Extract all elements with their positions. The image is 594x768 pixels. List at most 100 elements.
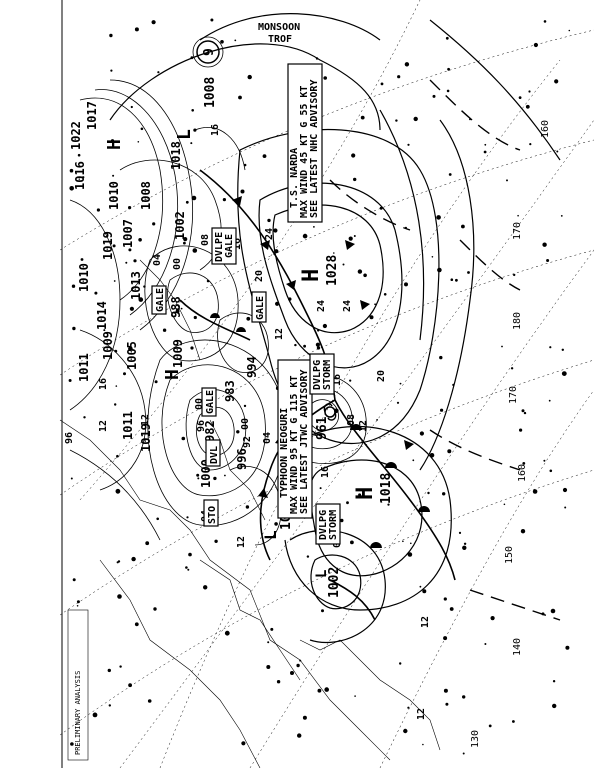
station-dot: [484, 143, 487, 146]
station-dot: [517, 214, 519, 217]
station-dot: [110, 69, 113, 72]
station-dot: [374, 303, 376, 306]
station-dot: [125, 261, 128, 264]
storm-line-2: STORM: [328, 510, 339, 540]
high-1010-b: 1010: [107, 181, 121, 210]
station-dot: [203, 585, 208, 590]
station-dot: [440, 408, 444, 412]
station-dot: [447, 67, 450, 71]
station-dot: [243, 404, 247, 408]
station-dot: [321, 609, 324, 613]
station-dot: [134, 27, 139, 32]
station-dot: [407, 143, 410, 146]
station-dot: [546, 259, 550, 262]
station-dot: [410, 542, 412, 545]
station-dot: [458, 531, 462, 535]
pressure-centers: H 1028 H 1018 H H L 961 L 1002 1001 L: [104, 36, 394, 598]
station-dot: [395, 119, 398, 122]
tropical-cyclone-symbol-icon: 9: [192, 36, 224, 68]
station-dot: [123, 372, 126, 376]
station-dot: [443, 688, 448, 693]
station-dot: [245, 505, 250, 509]
warm-front-lobe: [370, 542, 382, 548]
station-dot: [353, 235, 356, 237]
contour-label: 00: [240, 418, 251, 430]
station-dot: [70, 742, 74, 746]
station-dot: [190, 346, 194, 350]
low-994: 994: [245, 356, 259, 378]
station-dot: [119, 665, 122, 668]
footer-legend: PRELIMINARY ANALYSIS: [67, 609, 89, 761]
svg-text:1018: 1018: [169, 141, 183, 170]
low-1002: L 1002: [314, 567, 342, 598]
station-dot: [267, 218, 271, 223]
station-dot: [72, 326, 76, 331]
station-dot: [138, 297, 144, 302]
station-dot: [156, 517, 159, 521]
station-dot: [273, 228, 278, 233]
station-dot: [358, 493, 362, 497]
isobar-label: 1010: [77, 263, 91, 292]
station-dot: [315, 342, 320, 347]
station-dot: [407, 706, 410, 709]
station-dot: [350, 540, 354, 545]
station-dot: [422, 743, 424, 746]
station-dot: [214, 539, 218, 543]
station-dot: [303, 344, 306, 348]
longitude-labels: 130 140 150 160 170 180 170 160: [470, 120, 551, 748]
station-dot: [80, 258, 84, 261]
station-dot: [525, 104, 530, 109]
station-dot: [134, 622, 139, 627]
station-dot: [443, 636, 448, 641]
station-dot: [113, 280, 116, 282]
station-dot: [442, 492, 446, 496]
svg-text:H: H: [104, 139, 125, 150]
narda-title: T.S. NARDA: [289, 148, 300, 208]
contour-label: 16: [320, 466, 331, 478]
station-dot: [342, 263, 345, 266]
low-1009: 1009: [171, 339, 185, 368]
station-dot: [568, 29, 571, 32]
svg-text:L: L: [261, 530, 280, 540]
svg-text:9: 9: [202, 48, 217, 56]
contour-label: 24: [342, 300, 353, 312]
station-dot: [413, 116, 418, 122]
station-dot: [76, 600, 80, 604]
lon-130: 130: [470, 730, 481, 748]
station-dot: [153, 607, 157, 611]
narda-advisory: SEE LATEST NHC ADVISORY: [309, 80, 320, 218]
station-dot: [188, 552, 192, 557]
typhoon-title: TYPHOON NEOGURI: [279, 408, 290, 498]
cold-front-barb: [345, 240, 355, 250]
svg-text:DVL: DVL: [209, 446, 220, 464]
station-dot: [72, 578, 76, 582]
station-dot: [463, 542, 467, 545]
contour-label: 96: [64, 432, 75, 444]
station-dot: [137, 141, 140, 143]
station-dot: [70, 477, 73, 480]
station-dot: [192, 248, 198, 253]
contour-label: 08: [346, 414, 357, 426]
storm-box: STO: [203, 499, 219, 527]
station-dot: [501, 345, 503, 348]
station-dot: [69, 168, 74, 173]
contour-label: 04: [262, 432, 273, 444]
station-dot: [324, 687, 330, 692]
dvlpe-gale-box: DVLPE GALE: [211, 227, 237, 265]
svg-text:GALE: GALE: [205, 390, 216, 414]
station-dot: [116, 454, 119, 458]
station-dot: [488, 724, 492, 728]
isobar-label: 996: [235, 448, 249, 470]
station-dot: [68, 379, 72, 382]
contour-label: 96: [196, 420, 207, 432]
station-dot: [240, 189, 245, 194]
warm-front-lobe: [418, 506, 430, 512]
gale-box-2: GALE: [151, 285, 167, 315]
station-dot: [140, 127, 144, 131]
station-dot: [129, 306, 134, 311]
station-dot: [181, 436, 186, 441]
contour-label: 04: [152, 254, 163, 266]
dvlpg-line-1: DVLPG: [312, 360, 323, 390]
station-dot: [419, 585, 422, 588]
